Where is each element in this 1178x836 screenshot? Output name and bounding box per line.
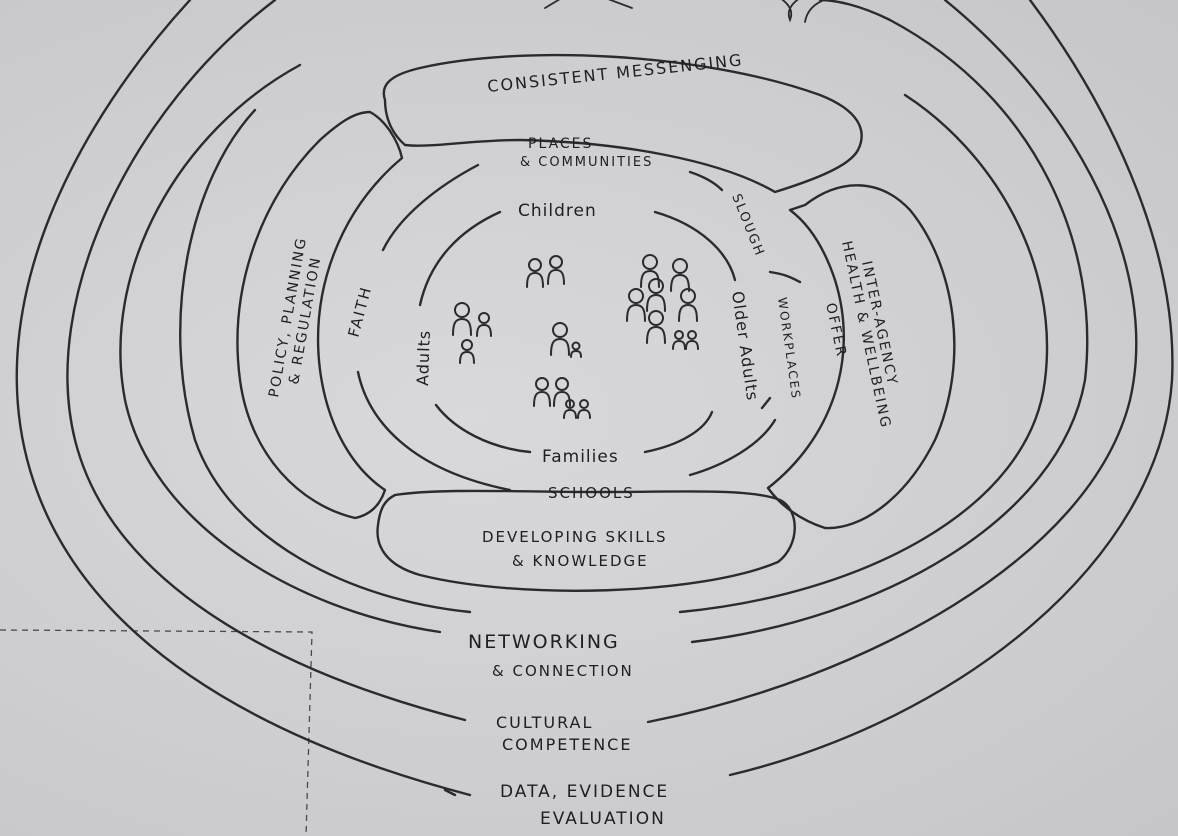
ring-settings-lower-left xyxy=(356,370,512,492)
ring-population-lower-left xyxy=(434,403,532,454)
top-mark-left xyxy=(544,0,561,9)
label-networking-2: & CONNECTION xyxy=(492,662,634,680)
top-mark-hook xyxy=(781,0,799,23)
label-older-adults: Older Adults xyxy=(728,290,762,402)
ring-settings-upper-right xyxy=(688,170,724,192)
label-families: Families xyxy=(542,447,619,467)
ring-population-lower-right xyxy=(643,410,714,454)
ring-settings-right xyxy=(768,270,802,284)
person-icon-group-center xyxy=(550,322,582,358)
ring-settings-lower-right xyxy=(688,418,777,477)
segment-box-top xyxy=(382,53,863,194)
person-icon-group-children xyxy=(526,255,565,288)
label-faith: FAITH xyxy=(344,284,375,339)
label-data-2: EVALUATION xyxy=(540,809,666,829)
label-data: DATA, EVIDENCE xyxy=(500,782,669,802)
ring-cultural-competence xyxy=(66,0,467,722)
label-children: Children xyxy=(518,201,597,221)
dashed-box-outline xyxy=(0,629,313,836)
ring-population-upper-right xyxy=(653,210,737,282)
label-workplaces: WORKPLACES xyxy=(775,296,803,400)
ring-cultural-competence-right xyxy=(646,0,1138,724)
label-schools: SCHOOLS xyxy=(548,484,635,502)
label-places-2: & COMMUNITIES xyxy=(520,155,653,170)
person-icon-group-adults xyxy=(452,302,492,364)
segment-box-left xyxy=(236,110,404,520)
ring-settings-upper-left xyxy=(381,163,480,252)
label-slough: SLOUGH xyxy=(728,192,767,259)
label-developing-skills: DEVELOPING SKILLS xyxy=(482,528,668,546)
ring-data-evidence-right xyxy=(728,0,1174,777)
label-cultural-2: COMPETENCE xyxy=(502,735,632,754)
ring-networking-right xyxy=(690,0,1089,644)
ring-segments-outer-right xyxy=(678,93,1049,614)
label-developing-skills-2: & KNOWLEDGE xyxy=(512,552,649,570)
ring-segments-outer xyxy=(179,108,472,614)
top-mark-right xyxy=(608,0,633,9)
segment-box-right xyxy=(766,184,956,530)
label-networking: NETWORKING xyxy=(468,631,620,653)
label-inter-agency-3: OFFER xyxy=(822,302,849,360)
label-adults: Adults xyxy=(413,329,434,386)
ring-population-upper-left xyxy=(418,210,502,307)
ring-networking xyxy=(119,63,442,634)
person-icon-group-older-adults xyxy=(626,254,699,350)
top-mark-arc xyxy=(804,0,827,23)
ring-data-evidence xyxy=(15,0,472,797)
label-places: PLACES xyxy=(528,136,593,152)
ring-data-evidence-inner-left xyxy=(443,788,457,797)
segment-box-bottom xyxy=(376,489,796,592)
ring-settings-right-gap xyxy=(760,396,772,410)
label-cultural: CULTURAL xyxy=(496,713,593,732)
person-icon-group-families xyxy=(533,377,591,419)
